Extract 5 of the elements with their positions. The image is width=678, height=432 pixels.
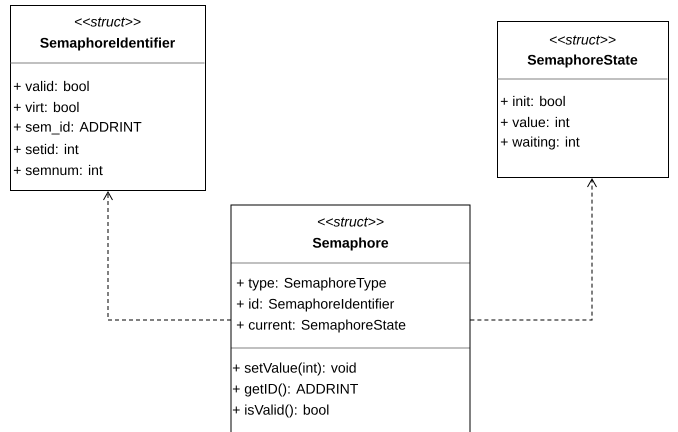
class-box: <<struct>> SemaphoreState + init: bool + value: int + waiting: int [497, 21, 669, 178]
class-box: <<struct>> Semaphore + type: SemaphoreType + id: SemaphoreIdentifier + current: SemaphoreState + setValue(int): void + getID(): ADDRINT + isValid(): bool [230, 204, 470, 432]
class-box: <<struct>> SemaphoreIdentifier + valid: bool + virt: bool + sem_id: ADDRINT + setid: int + semnum: int [10, 5, 206, 191]
dependency-arrow [103, 191, 232, 320]
dependency-arrow [470, 178, 597, 320]
